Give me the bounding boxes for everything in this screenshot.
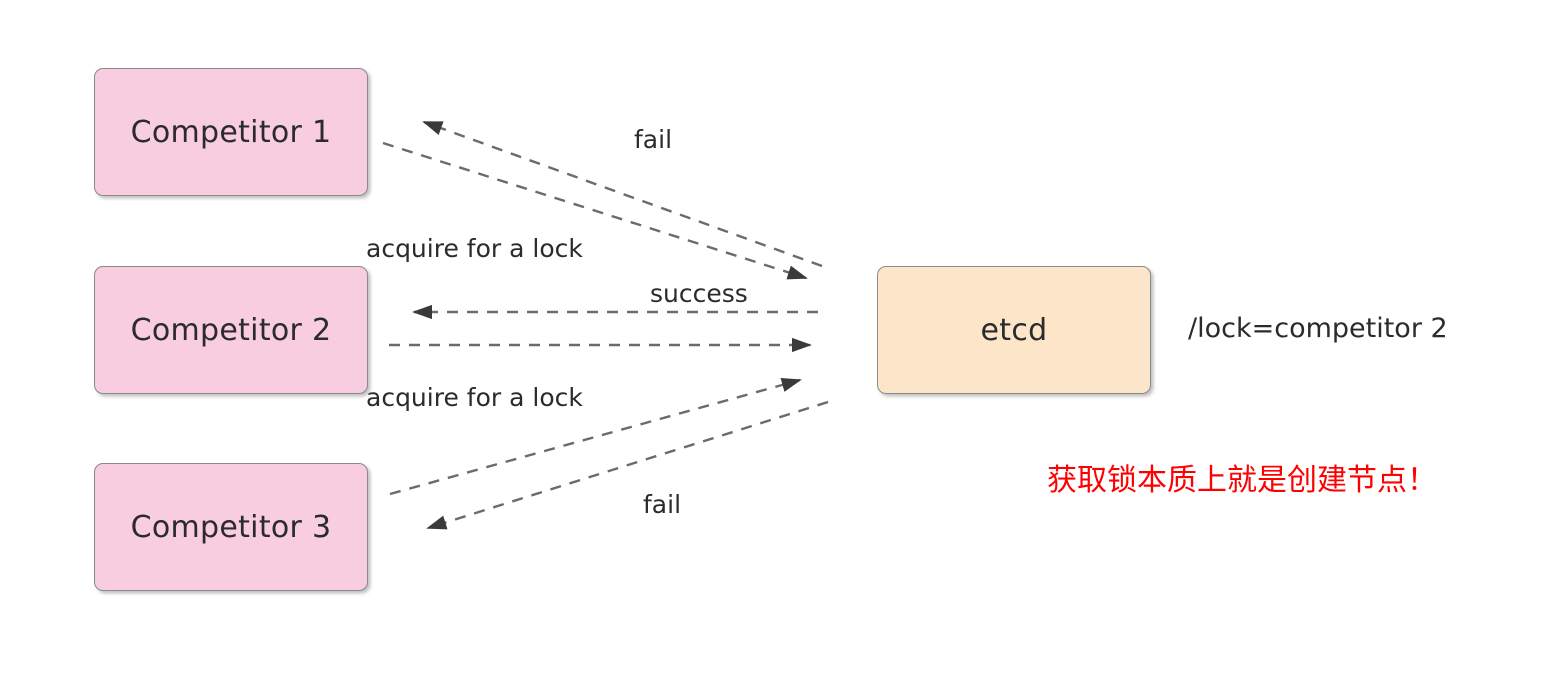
edge-label-fail-bottom: fail (643, 490, 682, 519)
edge-competitor-3-request (389, 377, 802, 496)
edge-competitor-3-response (426, 400, 829, 530)
node-competitor-2[interactable]: Competitor 2 (94, 266, 368, 394)
node-competitor-1[interactable]: Competitor 1 (94, 68, 368, 196)
edge-label-acquire-top: acquire for a lock (366, 234, 583, 263)
node-etcd[interactable]: etcd (877, 266, 1151, 394)
edge-competitor-1-response (422, 120, 823, 268)
edge-label-success: success (650, 279, 748, 308)
edge-label-acquire-bottom: acquire for a lock (366, 383, 583, 412)
edge-label-fail-top: fail (634, 125, 673, 154)
edge-competitor-1-request (382, 141, 808, 280)
node-competitor-3-label: Competitor 3 (130, 509, 332, 545)
chinese-callout-note: 获取锁本质上就是创建节点！ (1047, 463, 1437, 498)
node-etcd-label: etcd (980, 312, 1048, 348)
lock-key-note: /lock=competitor 2 (1188, 313, 1448, 344)
node-competitor-1-label: Competitor 1 (130, 114, 332, 150)
node-competitor-2-label: Competitor 2 (130, 312, 332, 348)
node-competitor-3[interactable]: Competitor 3 (94, 463, 368, 591)
